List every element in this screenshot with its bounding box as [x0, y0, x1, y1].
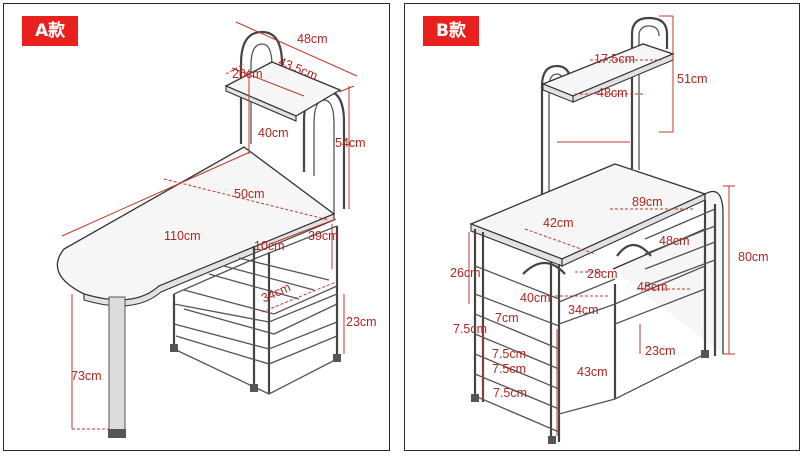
dim-b-right-shelf-width: 48cm — [637, 280, 668, 294]
dim-a-side-height: 39cm — [308, 229, 339, 243]
dim-b-slot-height-3: 7.5cm — [492, 347, 527, 361]
dim-a-top-width: 48cm — [297, 32, 328, 46]
dim-b-top-shelf-depth: 17.5cm — [594, 52, 635, 66]
dim-a-table-length: 110cm — [164, 229, 201, 243]
dim-b-slot-height-2: 7.5cm — [453, 322, 488, 336]
dim-b-counter-depth: 42cm — [543, 216, 574, 230]
drawing-b — [468, 15, 735, 444]
dim-b-upper-height: 51cm — [677, 72, 708, 86]
dim-a-table-height: 73cm — [71, 369, 102, 383]
dim-a-table-width: 50cm — [234, 187, 265, 201]
dim-b-right-depth: 48cm — [659, 234, 690, 248]
dim-a-top-shelf-depth: 20cm — [232, 67, 263, 81]
dim-a-rack-height: 23cm — [346, 315, 377, 329]
dim-b-inner-shelf-depth: 34cm — [568, 303, 599, 317]
dim-a-shelf-gap: 40cm — [258, 126, 289, 140]
dim-b-slot-height-4: 7.5cm — [492, 362, 527, 376]
panel-a: A款 — [3, 3, 390, 451]
badge-b: B款 — [423, 16, 479, 46]
dim-b-inner-shelf-width: 40cm — [520, 291, 551, 305]
badge-a: A款 — [22, 16, 79, 46]
drawing-a — [56, 21, 358, 438]
dim-b-slot-height-1: 7cm — [495, 311, 519, 325]
dim-a-upper-height: 54cm — [335, 136, 366, 150]
dim-b-drawer-width: 28cm — [587, 267, 618, 281]
dim-b-slot-height-5: 7.5cm — [493, 386, 528, 400]
dim-b-total-height: 80cm — [738, 250, 769, 264]
dim-a-rack-depth: 34cm — [259, 280, 293, 306]
dim-b-counter-width: 89cm — [632, 195, 663, 209]
panel-b: B款 — [404, 3, 800, 451]
dim-a-shelf-depth-inner: 43.5cm — [276, 54, 320, 83]
dim-b-lower-height-left: 43cm — [577, 365, 608, 379]
dim-b-lower-height-right: 23cm — [645, 344, 676, 358]
dim-a-side-depth: 10cm — [254, 239, 285, 253]
dim-b-left-height: 26cm — [450, 266, 481, 280]
dim-b-top-shelf-width: 48cm — [597, 86, 628, 100]
